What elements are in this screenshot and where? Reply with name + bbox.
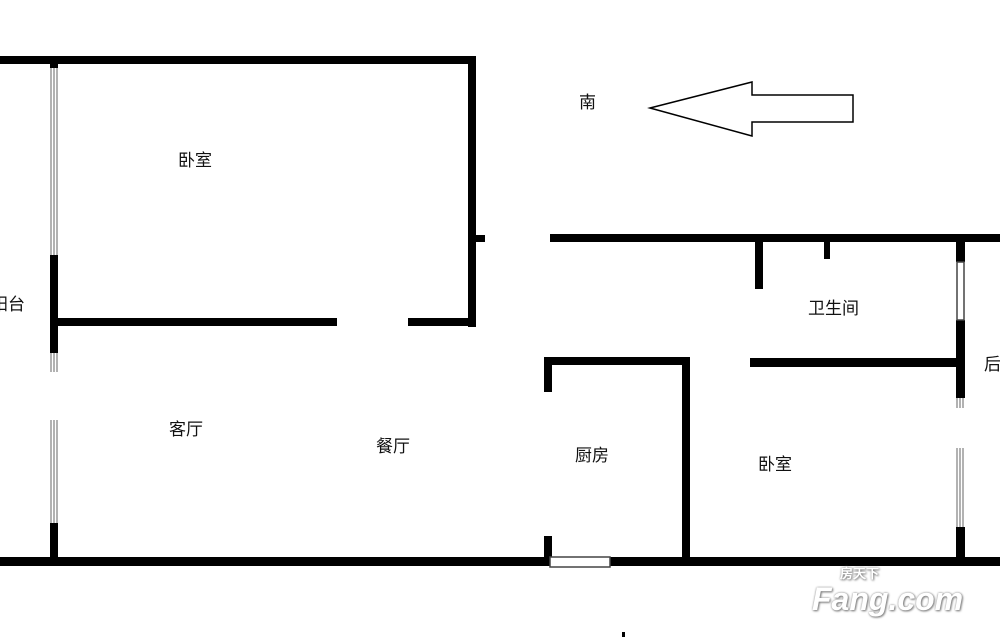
wall-top-bedroom — [0, 56, 476, 64]
wall-stub — [468, 235, 485, 242]
window-bath — [956, 261, 965, 321]
watermark-chinese: 房天下 — [840, 566, 880, 581]
window-kitchen — [549, 556, 611, 568]
room-label-bedroom-second: 卧室 — [758, 455, 792, 475]
wall-kitchen-top — [544, 357, 690, 365]
wall-top-right — [550, 234, 1000, 242]
wall-left-segment-top — [50, 56, 58, 68]
wall-left-segment — [50, 255, 58, 353]
wall-right-bottom — [956, 527, 965, 562]
room-label-dining-room: 餐厅 — [376, 437, 410, 457]
wall-bottom — [0, 557, 1000, 566]
wall-bedroom-bottom-left — [54, 318, 337, 326]
wall-kitchen-right — [682, 357, 690, 561]
room-label-rear-balcony: 后 — [984, 355, 1000, 375]
wall-stub-bath-1 — [755, 238, 763, 289]
wall-kitchen-left-bottom — [544, 536, 552, 561]
window-right-lower — [956, 398, 964, 527]
room-label-balcony: 阳台 — [0, 295, 25, 315]
wall-bedroom-bottom-right — [408, 318, 476, 326]
wall-right-top — [956, 238, 965, 262]
watermark-logo: 房天下 Fang.com — [812, 566, 963, 617]
wall-left-segment-bottom — [50, 523, 58, 563]
room-label-living-room: 客厅 — [169, 420, 203, 440]
orientation-label: 南 — [579, 93, 596, 113]
window-left-mid — [50, 353, 58, 372]
room-label-bathroom: 卫生间 — [808, 299, 859, 319]
window-left-top — [50, 68, 58, 255]
wall-right-mid — [956, 320, 965, 398]
tick-mark — [622, 632, 625, 637]
watermark-brand: Fang.com — [812, 581, 964, 617]
south-arrow-icon — [647, 81, 854, 137]
wall-bath-bottom — [750, 358, 960, 367]
wall-bedroom-right — [468, 56, 476, 327]
wall-stub-bath-2 — [824, 238, 830, 259]
window-left-bottom — [50, 420, 58, 523]
room-label-kitchen: 厨房 — [575, 446, 609, 466]
wall-kitchen-left-top — [544, 357, 552, 392]
room-label-bedroom-main: 卧室 — [178, 151, 212, 171]
